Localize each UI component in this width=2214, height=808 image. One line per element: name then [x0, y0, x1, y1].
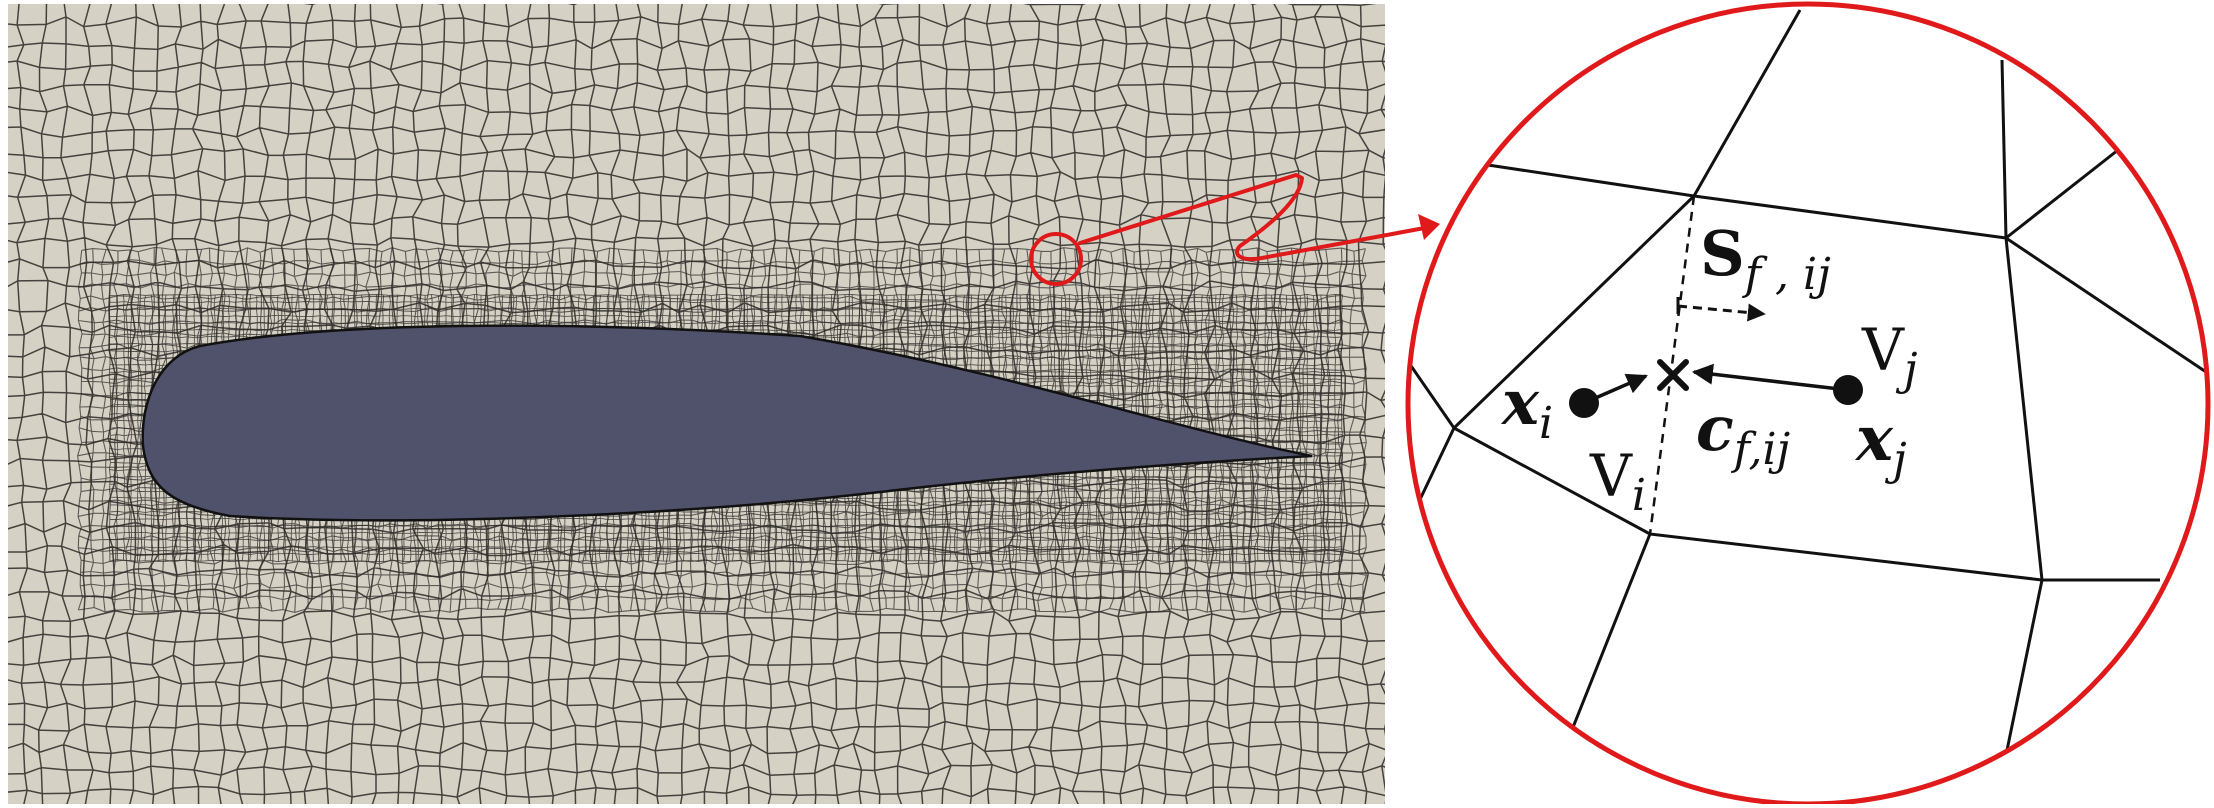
xi-point-icon: [1569, 388, 1599, 418]
shared-face-dashed: [1648, 195, 1696, 535]
connector-line: [1078, 173, 1432, 261]
zoom-panel: Sf , ij cf,ij xi xj Vi Vj: [1405, 1, 2211, 807]
label-vj: Vj: [1861, 316, 1918, 395]
math-labels: Sf , ij cf,ij xi xj Vi Vj: [1500, 217, 1918, 521]
mesh-panel: [8, 4, 1385, 804]
zoom-background: [1408, 4, 2208, 804]
label-vi: Vi: [1589, 442, 1646, 521]
label-xi: xi: [1500, 366, 1553, 449]
zoom-connector: [1029, 173, 1440, 286]
geometry-annotations: [1569, 297, 1863, 418]
xj-point-icon: [1833, 375, 1863, 405]
label-sf: Sf , ij: [1700, 217, 1831, 300]
label-cf: cf,ij: [1696, 392, 1790, 475]
connector-arrow-icon: [1418, 214, 1440, 240]
highlight-circle: [1029, 232, 1083, 286]
face-centroid-cross-icon: [1657, 359, 1689, 391]
vector-xj-to-cf: [1691, 363, 1849, 392]
label-xj: xj: [1854, 402, 1907, 485]
zoom-cell-edges: [1408, 9, 2208, 761]
airfoil: [141, 324, 1313, 522]
